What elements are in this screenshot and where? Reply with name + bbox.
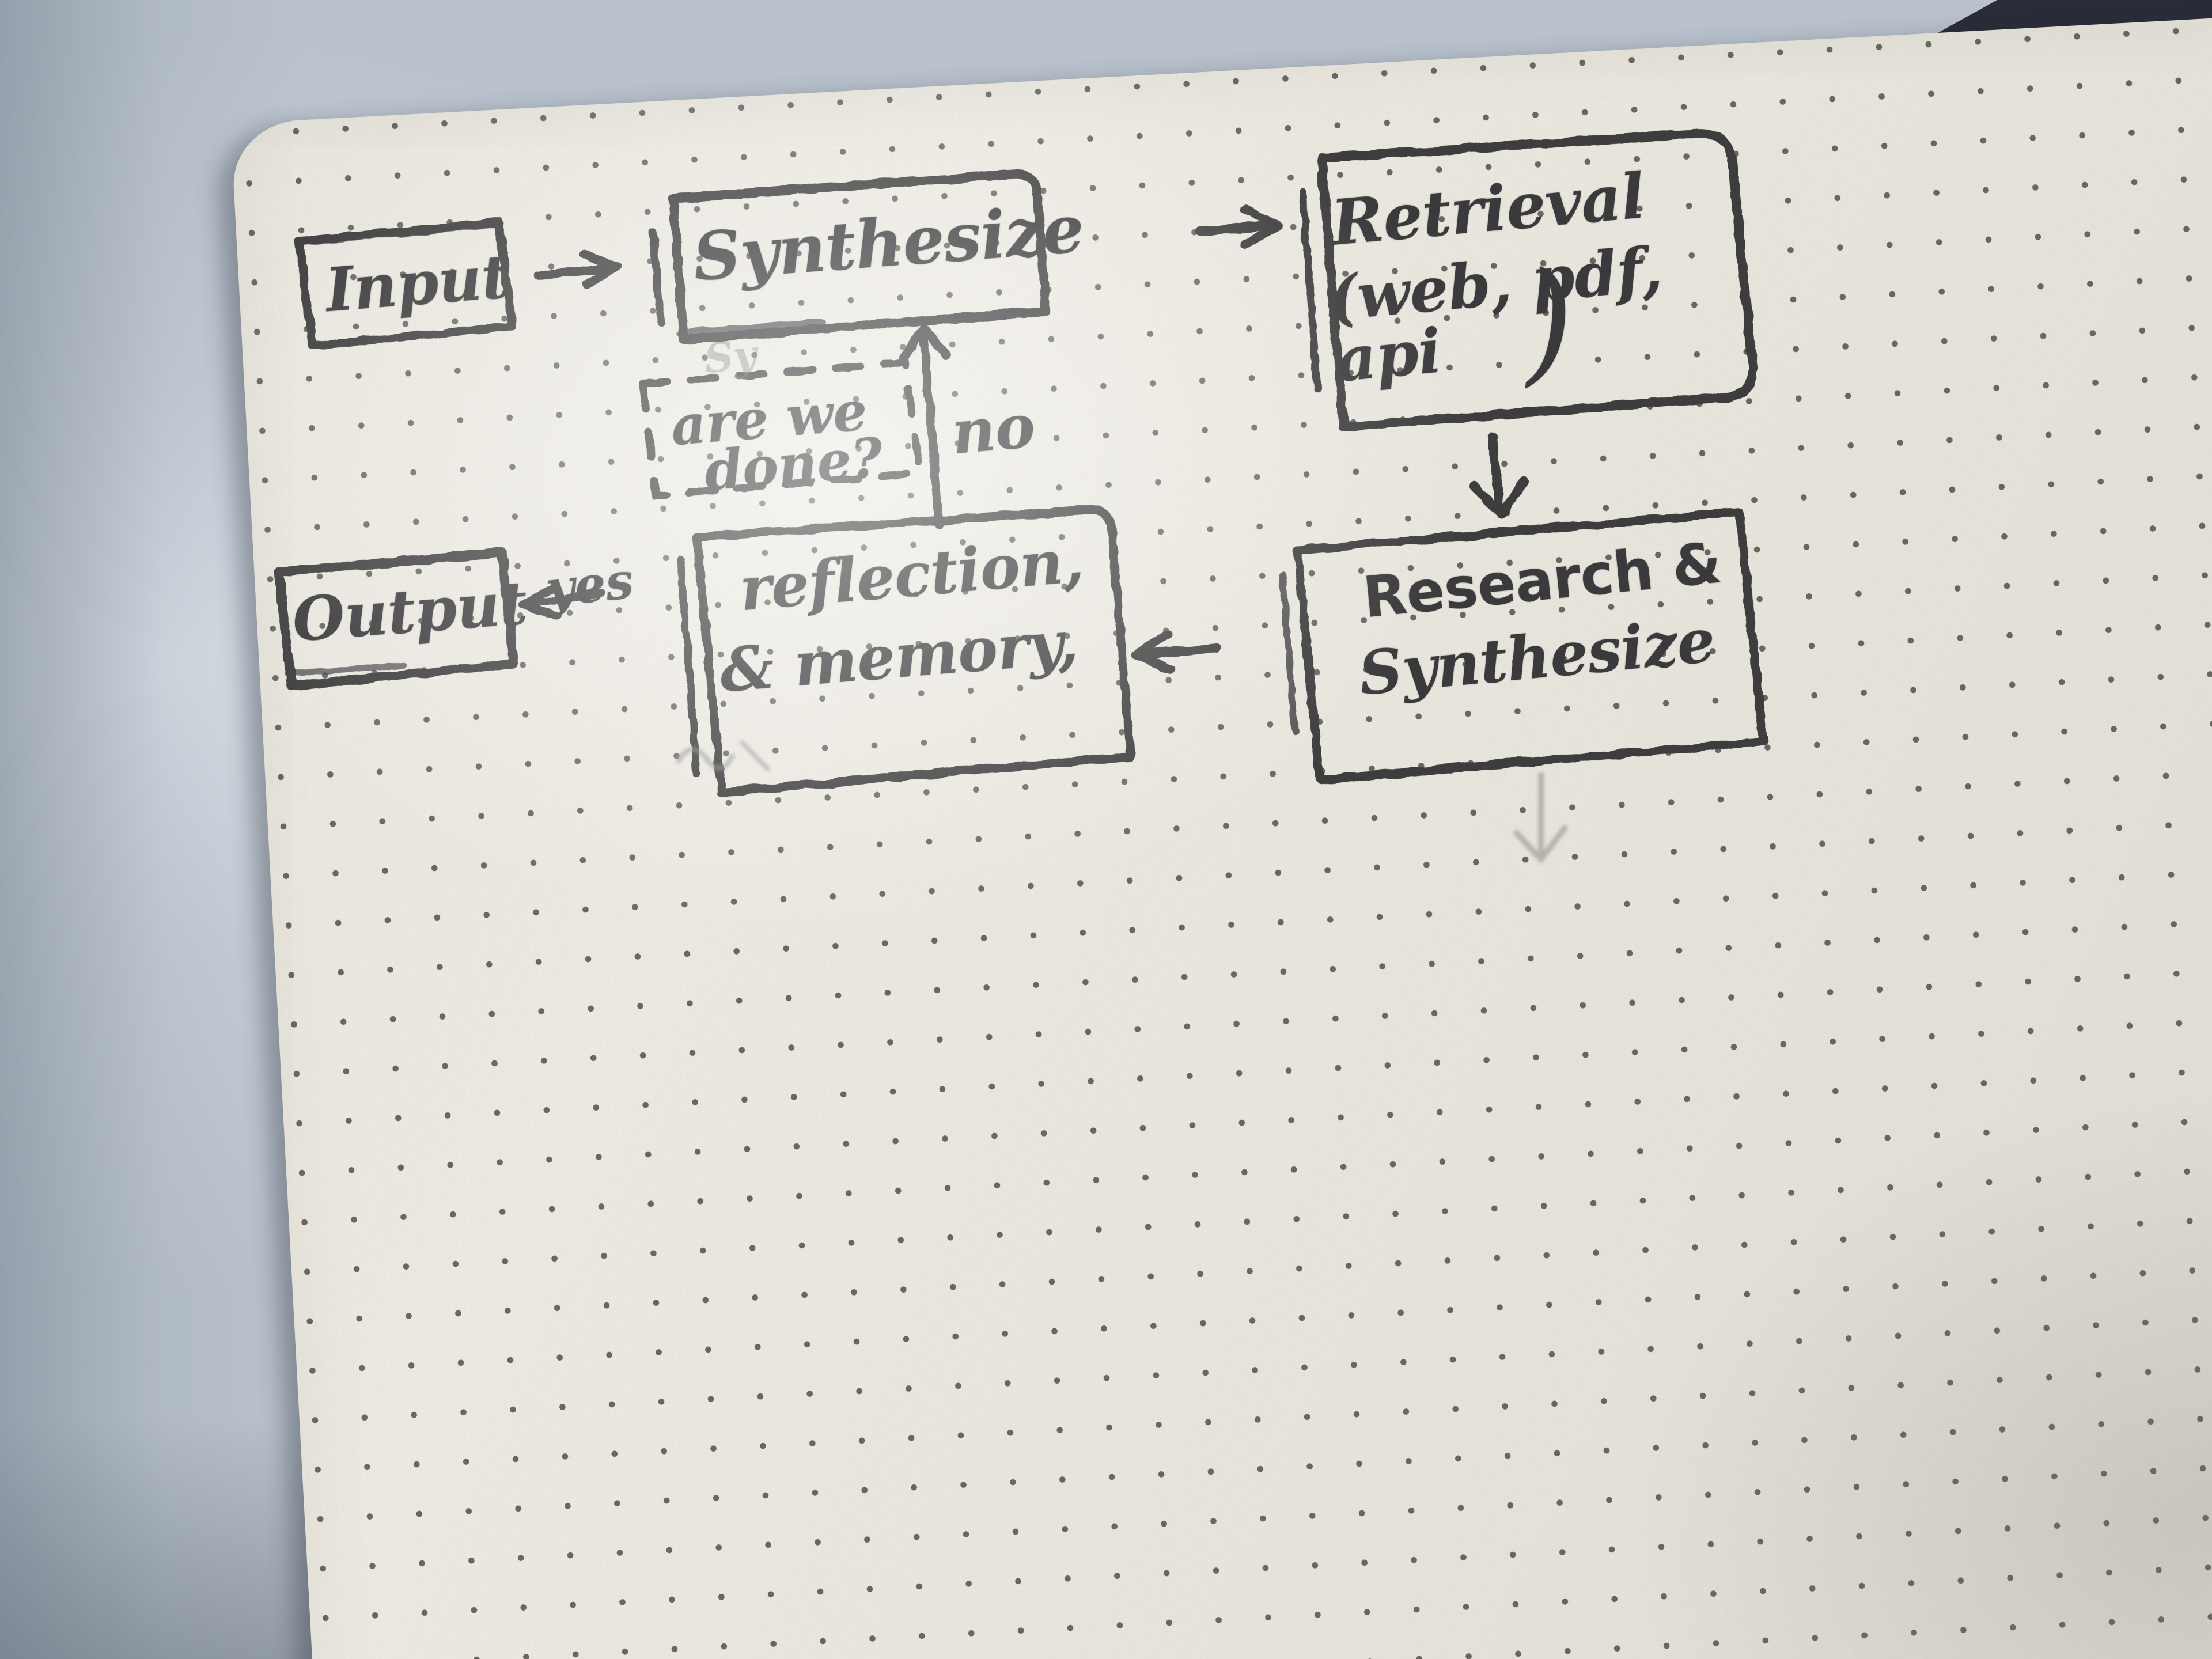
node-label-decision-line2: done? xyxy=(702,426,885,503)
edge-arrow-retrieval-to-research xyxy=(1469,433,1529,520)
edge-arrow-research-to-reflection xyxy=(1132,630,1221,675)
edge-label-no: no xyxy=(948,390,1038,468)
edge-arrow-reflection-to-synthesize xyxy=(899,324,951,529)
diagram-strokes xyxy=(274,128,1768,864)
edge-label-yes: yes xyxy=(543,551,636,619)
diagram-ink-layer: Input Synthesize Sy Retrieval (web, pdf,… xyxy=(230,15,2212,1659)
stray-mark-sy-ghost: Sy xyxy=(702,330,759,383)
edge-arrow-synthesize-to-retrieval xyxy=(1196,204,1283,249)
node-label-input: Input xyxy=(323,240,512,326)
edge-arrow-input-to-synthesize xyxy=(533,249,621,290)
node-label-retrieval-close-paren: ) xyxy=(1517,242,1580,400)
edge-arrow-research-down-faint xyxy=(1513,772,1568,864)
node-label-retrieval-line3: api xyxy=(1333,314,1445,396)
notebook-page: Input Synthesize Sy Retrieval (web, pdf,… xyxy=(230,14,2212,1659)
